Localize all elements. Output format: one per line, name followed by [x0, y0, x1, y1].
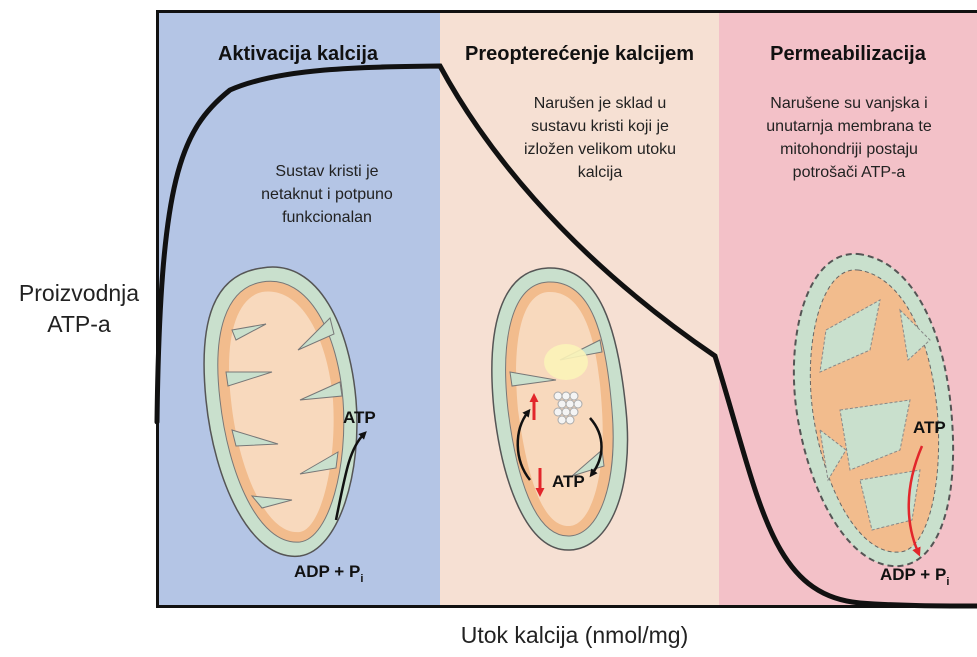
atp-label: ATP	[913, 418, 946, 437]
mitochondrion-overloaded	[492, 268, 628, 550]
y-axis-label-line: Proizvodnja	[4, 278, 154, 309]
atp-label: ATP	[343, 408, 376, 427]
adp-pi-label: ADP + Pi	[880, 565, 949, 588]
mitochondrion-permeabilized	[794, 254, 953, 566]
atp-label: ATP	[552, 472, 585, 491]
x-axis-label-text: Utok kalcija (nmol/mg)	[461, 622, 689, 648]
y-axis-label: Proizvodnja ATP-a	[4, 278, 154, 340]
adp-pi-label: ADP + Pi	[294, 562, 363, 585]
x-axis-label: Utok kalcija (nmol/mg)	[0, 622, 977, 649]
mitochondrion-intact	[204, 267, 364, 556]
y-axis-label-line: ATP-a	[4, 309, 154, 340]
